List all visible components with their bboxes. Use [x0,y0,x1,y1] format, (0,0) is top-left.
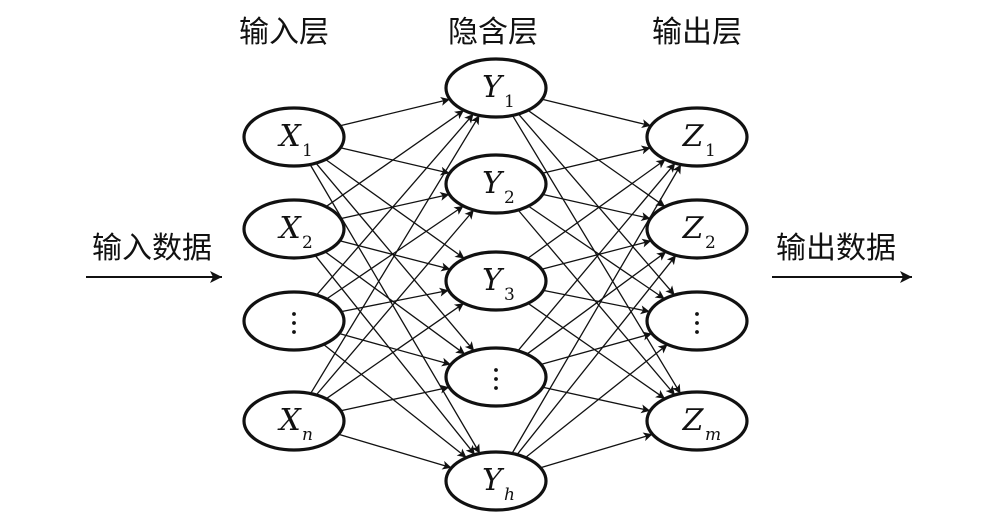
node-variable: X [277,211,302,246]
node-ellipse [444,153,548,215]
edge-hidden-1-to-output-1 [541,98,652,129]
node-ellipse [242,198,346,260]
edge-hidden-5-to-output-1 [511,164,682,454]
layer-title-hidden: 隐含层 [448,15,538,50]
node-subscript: n [302,425,313,445]
node-variable: Z [682,211,705,246]
edge-hidden-4-to-output-4 [542,386,651,414]
edge-input-1-to-hidden-5 [309,164,481,454]
output-node-3 [645,290,749,352]
edge-input-3-to-hidden-5 [323,343,467,459]
layer-title-output: 输出层 [652,15,742,50]
connection-edges [309,96,682,470]
node-variable: X [277,403,302,438]
node-ellipse [242,390,346,452]
edge-input-4-to-hidden-3 [325,302,465,400]
input-data-label: 输入数据 [92,231,212,266]
node-variable: Z [682,119,705,154]
vertical-ellipsis-icon [494,368,498,390]
edge-hidden-5-to-output-2 [516,254,677,456]
vertical-ellipsis-icon [695,312,699,334]
node-ellipse [645,198,749,260]
edge-input-3-to-hidden-1 [316,113,474,296]
node-subscript: 2 [504,188,515,208]
node-subscript: 1 [302,141,313,161]
edge-hidden-3-to-output-3 [543,289,650,315]
edge-input-1-to-hidden-1 [339,96,451,127]
edge-input-1-to-hidden-3 [325,158,465,260]
node-ellipse [645,390,749,452]
edge-input-3-to-hidden-3 [341,287,449,313]
edge-hidden-3-to-output-2 [541,238,652,270]
node-ellipse [645,290,749,352]
edge-hidden-5-to-output-4 [540,432,653,469]
node-variable: Y [482,70,505,105]
node-subscript: m [705,425,721,445]
edge-input-3-to-hidden-2 [326,205,464,300]
node-variable: Y [482,263,505,298]
output-data-label: 输出数据 [776,231,896,266]
node-subscript: 3 [504,285,515,305]
edge-hidden-3-to-output-1 [527,158,666,260]
node-subscript: 2 [705,233,716,253]
edge-hidden-4-to-output-2 [526,251,667,355]
node-ellipse [444,57,548,119]
edge-input-1-to-hidden-4 [315,162,475,352]
edge-input-4-to-hidden-1 [310,115,480,394]
edge-input-4-to-hidden-2 [315,209,475,396]
edge-hidden-1-to-output-2 [527,109,666,208]
edge-input-1-to-hidden-2 [340,147,450,176]
node-ellipse [444,450,548,512]
node-variable: X [277,119,302,154]
node-subscript: 2 [302,233,313,253]
edge-input-4-to-hidden-4 [340,384,450,412]
node-variable: Z [682,403,705,438]
hidden-node-4 [444,346,548,408]
edge-hidden-3-to-output-4 [527,302,666,400]
edge-hidden-4-to-output-3 [540,331,653,366]
layer-title-input: 输入层 [239,15,329,50]
edge-input-4-to-hidden-5 [338,433,452,470]
node-ellipse [242,290,346,352]
vertical-ellipsis-icon [292,312,296,334]
edge-input-2-to-hidden-1 [325,109,465,208]
node-ellipse [444,346,548,408]
edge-hidden-2-to-output-3 [528,205,665,300]
node-ellipse [645,106,749,168]
node-subscript: 1 [504,92,515,112]
edge-hidden-2-to-output-1 [542,145,651,174]
input-node-3 [242,290,346,352]
edge-hidden-2-to-output-2 [542,193,651,222]
node-ellipse [242,106,346,168]
node-variable: Y [482,463,505,498]
node-subscript: 1 [705,141,716,161]
node-ellipse [444,250,548,312]
edge-input-2-to-hidden-2 [340,191,450,220]
node-variable: Y [482,166,505,201]
node-subscript: h [504,485,515,505]
edge-hidden-4-to-output-1 [517,162,676,352]
edge-hidden-5-to-output-3 [524,343,669,459]
edge-input-3-to-hidden-4 [338,332,452,367]
